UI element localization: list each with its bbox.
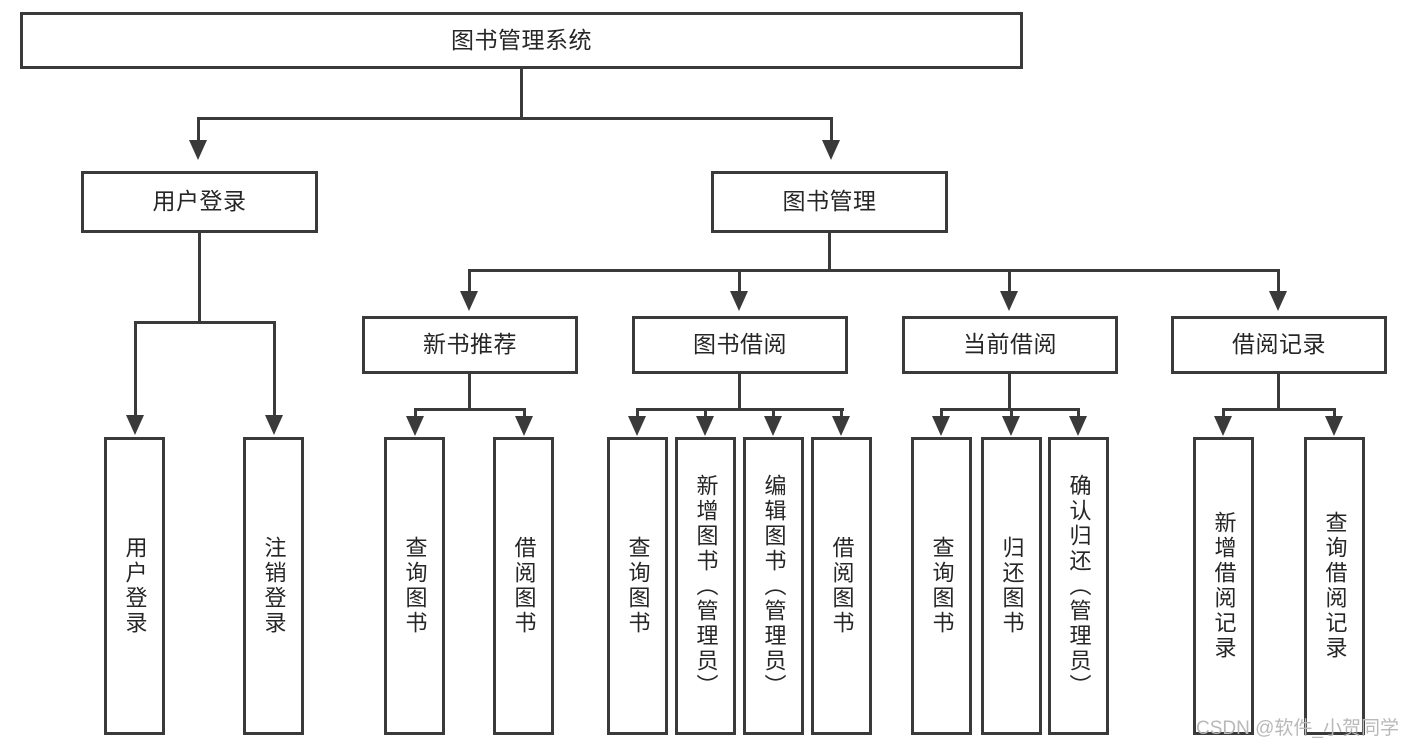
leaf-label: 编辑图书（管理员） <box>761 473 787 699</box>
connector-to-current-borrow <box>1008 269 1011 293</box>
leaf-label: 查询借阅记录 <box>1322 511 1348 661</box>
leaf-label: 借阅图书 <box>511 536 537 636</box>
connector-book-manage-stem <box>828 233 831 271</box>
connector-user-login-drop-1 <box>134 321 137 419</box>
leaf-query-book-current[interactable]: 查询图书 <box>911 437 972 735</box>
connector-borrow-record-bar <box>1222 408 1336 411</box>
connector-borrow-record-stem <box>1277 374 1280 410</box>
arrow-to-leaf-borrow-book-2 <box>832 416 850 436</box>
connector-current-borrow-drop-1 <box>940 408 943 420</box>
connector-borrow-record-drop-1 <box>1222 408 1225 420</box>
leaf-label: 查询图书 <box>402 536 428 636</box>
node-book-management[interactable]: 图书管理 <box>711 171 948 233</box>
node-label: 图书借阅 <box>693 331 787 358</box>
connector-new-book-rec-bar <box>414 408 526 411</box>
leaf-add-borrow-record[interactable]: 新增借阅记录 <box>1193 437 1254 735</box>
arrow-to-new-book-rec <box>460 291 478 311</box>
connector-root-to-book-manage <box>830 117 833 142</box>
connector-root-stem <box>520 69 523 119</box>
connector-user-login-stem <box>198 233 201 323</box>
leaf-confirm-return-admin[interactable]: 确认归还（管理员） <box>1048 437 1109 735</box>
leaf-label: 新增借阅记录 <box>1211 511 1237 661</box>
node-root-book-management-system[interactable]: 图书管理系统 <box>20 12 1023 69</box>
node-current-borrow[interactable]: 当前借阅 <box>902 316 1118 374</box>
leaf-borrow-book[interactable]: 借阅图书 <box>811 437 872 735</box>
leaf-label: 用户登录 <box>122 536 148 636</box>
leaf-logout-login[interactable]: 注销登录 <box>243 437 304 735</box>
node-label: 新书推荐 <box>423 331 517 358</box>
connector-root-bar <box>197 117 833 120</box>
leaf-query-borrow-record[interactable]: 查询借阅记录 <box>1304 437 1365 735</box>
node-label: 用户登录 <box>152 188 247 215</box>
connector-book-borrow-drop-3 <box>772 408 775 420</box>
connector-book-borrow-drop-1 <box>636 408 639 420</box>
leaf-add-book-admin[interactable]: 新增图书（管理员） <box>675 437 736 735</box>
connector-root-to-user-login <box>197 117 200 142</box>
arrow-to-leaf-return-book <box>1002 416 1020 436</box>
leaf-label: 查询图书 <box>929 536 955 636</box>
arrow-to-current-borrow <box>1000 291 1018 311</box>
connector-book-borrow-drop-2 <box>704 408 707 420</box>
connector-current-borrow-stem <box>1008 374 1011 410</box>
leaf-borrow-book-newrec[interactable]: 借阅图书 <box>493 437 554 735</box>
leaf-query-book-newrec[interactable]: 查询图书 <box>384 437 445 735</box>
node-label: 当前借阅 <box>963 331 1057 358</box>
connector-new-book-rec-drop-1 <box>414 408 417 420</box>
arrow-to-leaf-query-record <box>1325 416 1343 436</box>
connector-current-borrow-drop-2 <box>1010 408 1013 420</box>
node-label: 借阅记录 <box>1232 331 1326 358</box>
arrow-to-leaf-logout <box>265 415 283 435</box>
leaf-label: 查询图书 <box>625 536 651 636</box>
arrow-to-leaf-query-book-3 <box>932 416 950 436</box>
arrow-to-leaf-user-login <box>126 415 144 435</box>
leaf-label: 新增图书（管理员） <box>693 473 719 699</box>
arrow-to-leaf-edit-book <box>764 416 782 436</box>
leaf-query-book-borrow[interactable]: 查询图书 <box>607 437 668 735</box>
leaf-label: 借阅图书 <box>829 536 855 636</box>
connector-to-book-borrow <box>738 269 741 293</box>
arrow-to-leaf-query-book-1 <box>406 416 424 436</box>
node-new-book-recommend[interactable]: 新书推荐 <box>362 316 578 374</box>
connector-new-book-rec-stem <box>468 374 471 410</box>
leaf-return-book[interactable]: 归还图书 <box>981 437 1042 735</box>
connector-user-login-bar <box>134 321 276 324</box>
arrow-to-book-manage <box>822 140 840 160</box>
arrow-to-leaf-add-book <box>696 416 714 436</box>
arrow-to-user-login <box>189 140 207 160</box>
arrow-to-leaf-borrow-book-1 <box>515 416 533 436</box>
connector-user-login-drop-2 <box>273 321 276 419</box>
node-book-borrow[interactable]: 图书借阅 <box>632 316 848 374</box>
leaf-edit-book-admin[interactable]: 编辑图书（管理员） <box>743 437 804 735</box>
arrow-to-leaf-add-record <box>1214 416 1232 436</box>
node-user-login[interactable]: 用户登录 <box>81 171 318 233</box>
connector-book-manage-bar <box>468 269 1280 272</box>
connector-borrow-record-drop-2 <box>1333 408 1336 420</box>
arrow-to-book-borrow <box>730 291 748 311</box>
node-borrow-record[interactable]: 借阅记录 <box>1171 316 1387 374</box>
connector-book-borrow-drop-4 <box>840 408 843 420</box>
connector-to-new-book-rec <box>468 269 471 293</box>
connector-book-borrow-stem <box>738 374 741 410</box>
arrow-to-leaf-query-book-2 <box>628 416 646 436</box>
leaf-label: 归还图书 <box>999 536 1025 636</box>
csdn-watermark: CSDN @软件_小贺同学 <box>1196 718 1399 739</box>
node-label: 图书管理 <box>782 188 877 215</box>
connector-book-borrow-bar <box>636 408 844 411</box>
arrow-to-borrow-record <box>1269 291 1287 311</box>
connector-current-borrow-drop-3 <box>1077 408 1080 420</box>
node-label: 图书管理系统 <box>451 26 592 53</box>
connector-new-book-rec-drop-2 <box>523 408 526 420</box>
arrow-to-leaf-confirm-return <box>1069 416 1087 436</box>
leaf-label: 注销登录 <box>261 536 287 636</box>
leaf-user-login[interactable]: 用户登录 <box>104 437 165 735</box>
connector-to-borrow-record <box>1277 269 1280 293</box>
leaf-label: 确认归还（管理员） <box>1066 473 1092 699</box>
